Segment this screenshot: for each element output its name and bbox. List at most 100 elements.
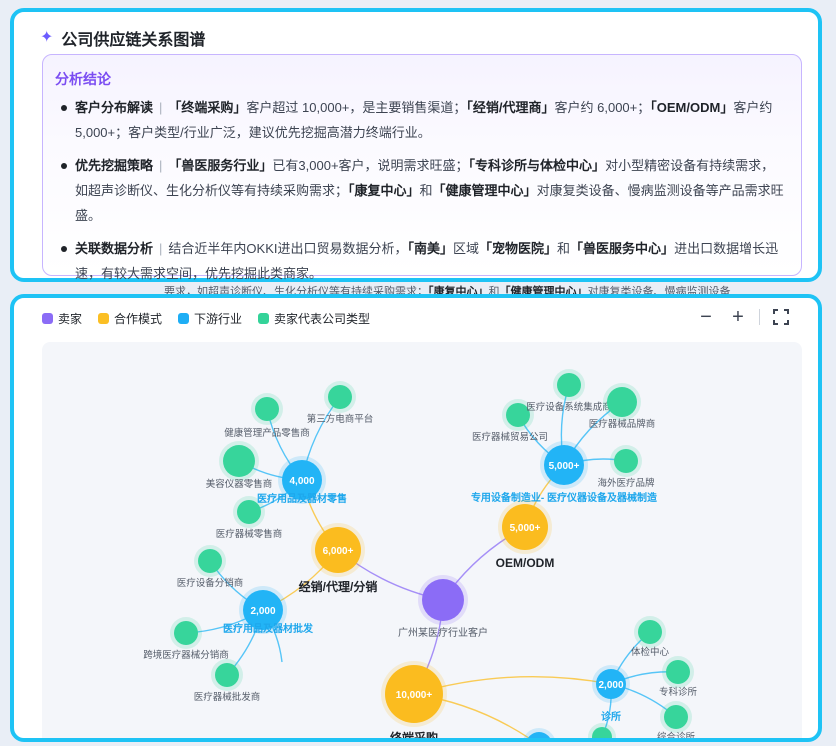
- node-value: 2,000: [250, 606, 275, 617]
- node-circle: [385, 665, 443, 723]
- node-circle: [607, 387, 637, 417]
- legend-item[interactable]: 合作模式: [98, 310, 162, 327]
- separator: |: [159, 158, 163, 173]
- body-text: 和: [419, 183, 433, 198]
- industry-node[interactable]: 2,000 医疗用品及器材批发: [223, 586, 314, 635]
- node-label: 医疗设备系统集成商: [526, 401, 612, 413]
- legend-swatch: [42, 313, 53, 324]
- node-value: 4,000: [289, 476, 314, 487]
- analysis-panel: ✦ 公司供应链关系图谱 分析结论 客户分布解读|「终端采购」客户超过 10,00…: [10, 8, 822, 282]
- body-text: 客户超过 10,000+，是主要销售渠道；: [246, 100, 467, 115]
- toolbar-divider: [759, 309, 760, 325]
- highlight-text: 「南美」: [407, 241, 453, 256]
- analysis-item: 客户分布解读|「终端采购」客户超过 10,000+，是主要销售渠道；「经销/代理…: [57, 95, 787, 145]
- node-circle: [528, 732, 550, 738]
- node-circle: [282, 460, 322, 500]
- company-node[interactable]: 医疗器械批发商: [194, 659, 261, 703]
- node-label: 跨境医疗器械分销商: [143, 649, 229, 661]
- body-text: 和: [488, 286, 500, 298]
- node-label: 第三方电商平台: [307, 413, 374, 425]
- node-circle: [198, 549, 222, 573]
- body-text: 客户约 6,000+；: [554, 100, 651, 115]
- node-circle: [174, 621, 198, 645]
- legend-label: 合作模式: [114, 312, 163, 326]
- body-text: 对康复类设备、慢病监测设备等产品需求旺盛。: [75, 183, 784, 223]
- company-node[interactable]: 体检中心: [631, 616, 670, 658]
- industry-node[interactable]: 4,000 医疗用品及器材零售: [257, 456, 347, 505]
- node-label: 医疗用品及器材零售: [257, 492, 347, 505]
- industry-node[interactable]: 5,000+ 专用设备制造业- 医疗仪器设备及器械制造: [471, 441, 658, 504]
- seller-node[interactable]: 广州某医疗行业客户: [398, 575, 488, 639]
- analysis-conclusion-box: 分析结论 客户分布解读|「终端采购」客户超过 10,000+，是主要销售渠道；「…: [42, 54, 802, 281]
- node-value: 5,000+: [549, 461, 580, 472]
- company-node[interactable]: 跨境医疗器械分销商: [143, 617, 229, 661]
- industry-node[interactable]: [522, 728, 556, 742]
- legend-item[interactable]: 卖家: [42, 310, 82, 327]
- legend-item[interactable]: 卖家代表公司类型: [258, 310, 370, 327]
- legend-label: 卖家代表公司类型: [274, 312, 371, 326]
- node-circle: [223, 445, 255, 477]
- node-label: 医疗设备分销商: [177, 577, 244, 589]
- graph-panel: 卖家 合作模式 下游行业 卖家代表公司类型 − + 健康管理产品零售商 第三方电商平台美…: [10, 294, 822, 742]
- company-node[interactable]: 健康管理产品零售商: [224, 393, 310, 439]
- fullscreen-button[interactable]: [770, 306, 792, 328]
- node-label: 健康管理产品零售商: [224, 427, 310, 439]
- zoom-out-button[interactable]: −: [700, 305, 712, 328]
- cooperation-mode-node[interactable]: 10,000+ 终端采购: [381, 661, 447, 742]
- analysis-item-label: 关联数据分析: [75, 241, 154, 256]
- company-node[interactable]: 专科诊所: [659, 656, 698, 698]
- node-label: 医疗用品及器材批发: [223, 622, 314, 635]
- node-circle: [638, 620, 662, 644]
- legend-label: 卖家: [58, 312, 83, 326]
- body-text: 客户约 5,000+；客户类型/行业广泛，建议优先挖掘高潜力终端行业。: [75, 100, 773, 140]
- relationship-graph[interactable]: 健康管理产品零售商 第三方电商平台美容仪器零售商医疗器械零售商医疗设备分销商跨境医…: [42, 342, 802, 742]
- node-label: 经销/代理/分销: [299, 579, 378, 594]
- company-node[interactable]: 医疗器械零售商: [216, 496, 283, 540]
- node-value: 10,000+: [396, 690, 433, 701]
- body-text: 结合近半年内OKKI进出口贸易数据分析，: [168, 241, 408, 256]
- node-label: 诊所: [601, 710, 621, 723]
- node-value: 6,000+: [323, 546, 354, 557]
- body-text: 进出口数据增长迅速，有较大需求空间，优先挖掘此类商家。: [75, 241, 779, 281]
- company-node[interactable]: 第三方电商平台: [307, 381, 374, 425]
- cooperation-mode-node[interactable]: 6,000+ 经销/代理/分销: [299, 523, 378, 594]
- analysis-item: 关联数据分析|结合近半年内OKKI进出口贸易数据分析，「南美」区域「宠物医院」和…: [57, 236, 787, 286]
- node-circle: [315, 527, 361, 573]
- zoom-in-button[interactable]: +: [732, 305, 744, 328]
- node-label: 美容仪器零售商: [206, 478, 273, 490]
- company-node[interactable]: 美容仪器零售商: [206, 441, 273, 490]
- body-text: 对小型精密设备有持续需求，如超声诊断仪、生化分析仪等有持续采购需求；: [75, 158, 775, 198]
- node-circle: [215, 663, 239, 687]
- company-node[interactable]: 医疗器械贸易公司: [472, 399, 548, 443]
- highlight-text: 「兽医服务中心」: [570, 241, 675, 256]
- node-circle: [596, 669, 626, 699]
- company-node[interactable]: 医疗设备系统集成商: [526, 369, 612, 413]
- legend-swatch: [178, 313, 190, 324]
- company-node[interactable]: [588, 723, 616, 742]
- page-title: 公司供应链关系图谱: [61, 32, 206, 49]
- node-circle: [557, 373, 581, 397]
- highlight-text: 「终端采购」: [168, 100, 247, 115]
- node-circle: [243, 590, 283, 630]
- analysis-title: 分析结论: [55, 71, 111, 87]
- node-value: 5,000+: [510, 523, 541, 534]
- highlight-text: 「宠物医院」: [479, 241, 558, 256]
- node-label: 医疗器械贸易公司: [472, 431, 548, 443]
- legend-swatch: [98, 313, 110, 324]
- cooperation-mode-node[interactable]: 5,000+ OEM/ODM: [496, 500, 555, 570]
- node-circle: [506, 403, 530, 427]
- node-label: 终端采购: [390, 730, 438, 742]
- graph-legend: 卖家 合作模式 下游行业 卖家代表公司类型: [42, 310, 370, 327]
- company-node[interactable]: 医疗设备分销商: [177, 545, 244, 589]
- node-label: 专用设备制造业- 医疗仪器设备及器械制造: [471, 491, 658, 504]
- legend-item[interactable]: 下游行业: [178, 310, 242, 327]
- node-circle: [664, 705, 688, 729]
- company-node[interactable]: 海外医疗品牌: [597, 445, 655, 489]
- node-circle: [544, 445, 584, 485]
- company-node[interactable]: 综合诊所: [657, 701, 696, 742]
- company-node[interactable]: 医疗器械品牌商: [589, 383, 656, 430]
- node-label: OEM/ODM: [496, 556, 555, 570]
- highlight-text: 「康复中心」: [348, 183, 420, 198]
- graph-canvas[interactable]: 健康管理产品零售商 第三方电商平台美容仪器零售商医疗器械零售商医疗设备分销商跨境医…: [42, 342, 802, 742]
